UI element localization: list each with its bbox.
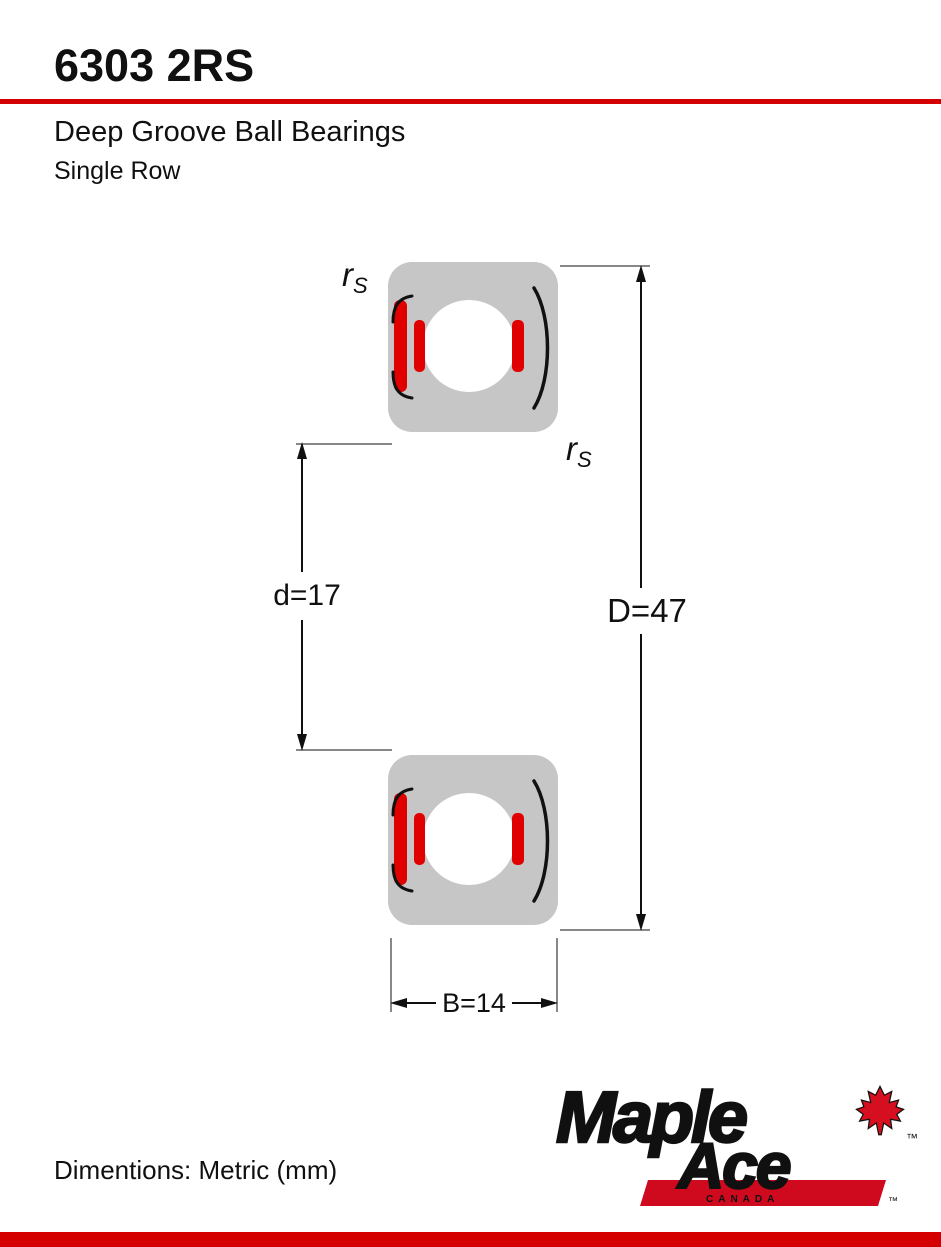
arrow-down-icon — [636, 914, 646, 931]
maple-leaf-icon — [855, 1085, 905, 1136]
arrow-up-icon — [297, 442, 307, 459]
dimension-bore — [296, 442, 392, 751]
product-line: Deep Groove Ball Bearings — [54, 116, 406, 148]
maple-ace-logo: Maple ™ Ace CANADA ™ — [555, 1077, 918, 1207]
logo-banner — [640, 1180, 886, 1206]
bearing-cross-section-bottom — [386, 753, 560, 927]
logo-word2: Ace — [676, 1130, 790, 1202]
radius-label-right: rS — [566, 430, 592, 472]
outer-diameter-label: D=47 — [607, 592, 687, 629]
arrow-left-icon — [390, 998, 407, 1008]
part-number: 6303 2RS — [54, 40, 255, 91]
arrow-down-icon — [297, 734, 307, 751]
accent-rule — [0, 99, 941, 104]
dimension-width — [390, 938, 558, 1012]
bearing-cross-section-top — [386, 260, 560, 434]
logo-tm-top: ™ — [906, 1131, 918, 1145]
logo-country: CANADA — [706, 1194, 779, 1205]
row-type: Single Row — [54, 157, 181, 185]
radius-label-top: rS — [342, 256, 368, 298]
arrow-right-icon — [541, 998, 558, 1008]
dimension-outer-diameter — [560, 265, 650, 931]
width-label: B=14 — [442, 988, 506, 1018]
logo-tm-bottom: ™ — [888, 1196, 898, 1207]
bottom-accent-bar — [0, 1232, 941, 1247]
dimension-note: Dimentions: Metric (mm) — [54, 1155, 338, 1185]
arrow-up-icon — [636, 265, 646, 282]
bore-label: d=17 — [273, 579, 341, 612]
logo-word1: Maple — [556, 1078, 747, 1158]
